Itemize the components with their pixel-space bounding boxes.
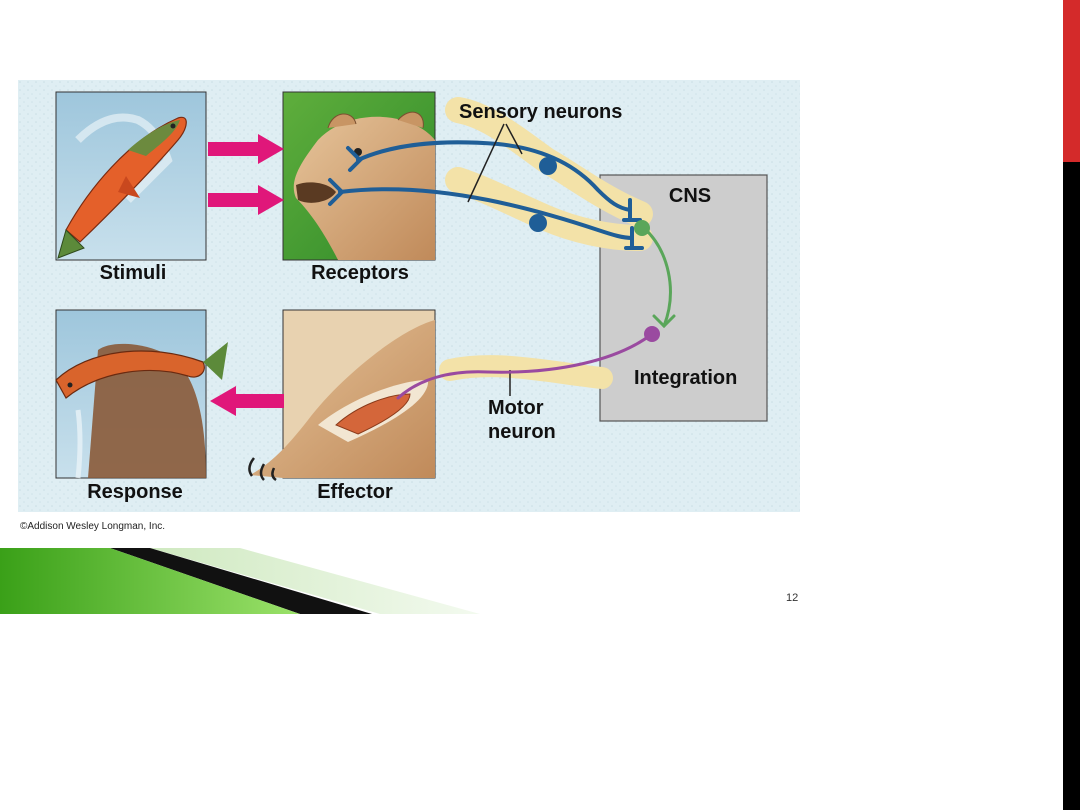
stimulus-arrow-top — [208, 134, 284, 164]
label-effector: Effector — [317, 481, 393, 503]
label-receptors: Receptors — [311, 262, 409, 284]
label-response: Response — [87, 481, 183, 503]
sensory-neurons-pointer — [467, 123, 523, 203]
banner-black-stripe — [110, 548, 372, 614]
label-motor-neuron: Motor neuron — [488, 396, 556, 444]
motor-neuron — [396, 332, 654, 400]
receptors-panel — [282, 91, 436, 261]
salmon-caught-image — [55, 342, 228, 399]
effector-panel — [248, 309, 436, 482]
label-integration: Integration — [634, 367, 738, 389]
interneuron-cell-body — [634, 220, 650, 236]
response-arrow — [210, 386, 284, 416]
response-panel — [55, 309, 228, 479]
sensory-neuron-lower — [328, 178, 644, 250]
right-edge-bar — [1063, 0, 1080, 810]
nervous-system-diagram: Stimuli Receptors Sensory neurons CNS In… — [18, 80, 800, 512]
label-stimuli: Stimuli — [99, 262, 167, 284]
interneuron — [642, 226, 676, 329]
sensory-neuron-cell-body-lower — [529, 214, 547, 232]
label-motor-neuron-line1: Motor — [488, 397, 544, 419]
page-number: 12 — [786, 592, 799, 604]
salmon-image — [57, 116, 187, 259]
label-cns: CNS — [668, 185, 712, 207]
sensory-neuron-upper — [346, 140, 642, 222]
label-sensory-neurons: Sensory neurons — [459, 101, 623, 123]
copyright-text: ©Addison Wesley Longman, Inc. — [20, 521, 166, 532]
label-motor-neuron-line2: neuron — [488, 421, 556, 443]
sensory-neuron-cell-body-upper — [539, 157, 557, 175]
right-edge-accent — [1063, 0, 1080, 162]
stimulus-arrow-bottom — [208, 185, 284, 215]
stimuli-panel — [55, 91, 207, 261]
banner-green-shape — [0, 548, 300, 614]
motor-neuron-cell-body — [644, 326, 660, 342]
banner-pale-stripe — [150, 548, 480, 614]
diagram-graphics — [18, 80, 800, 512]
slide-banner — [0, 548, 480, 614]
